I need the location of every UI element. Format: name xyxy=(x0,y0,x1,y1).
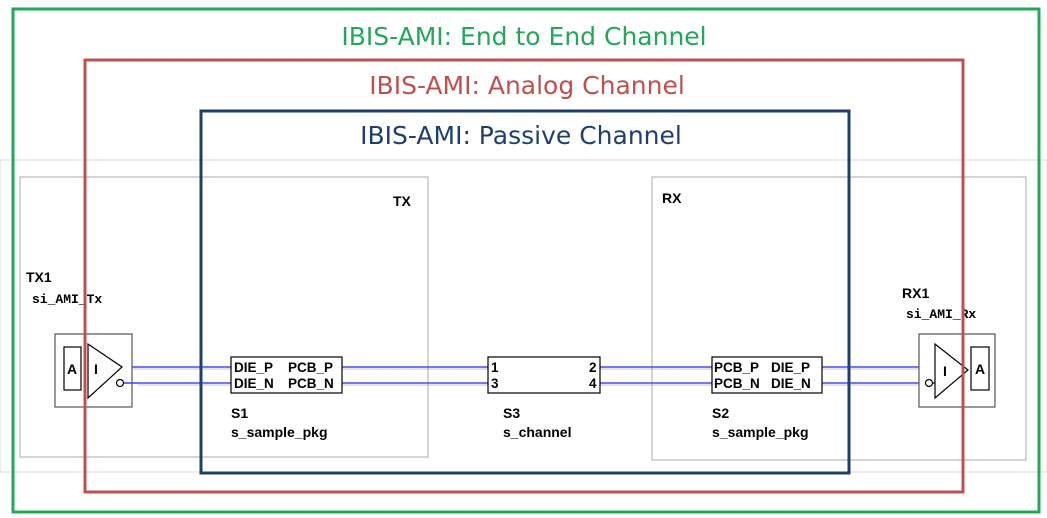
end-to-end-channel-boundary xyxy=(11,7,1041,514)
tx1-pin-i: I xyxy=(94,361,98,377)
rx1-name: RX1 xyxy=(902,285,929,301)
rx-subcircuit-label: RX xyxy=(662,190,682,206)
tx-subcircuit-frame xyxy=(19,176,429,458)
rx-subcircuit-frame xyxy=(651,176,1027,461)
s1-ref: S1 xyxy=(231,405,248,421)
s3-body xyxy=(487,356,601,394)
s2-pin-pcb-n: PCB_N xyxy=(714,376,760,391)
s1-pin-die-n: DIE_N xyxy=(234,376,274,391)
rx1-pin-i: I xyxy=(943,363,947,379)
tx1-name: TX1 xyxy=(26,269,52,285)
tx1-buffer-icon xyxy=(87,342,123,400)
s2-pin-pcb-p: PCB_P xyxy=(714,360,759,375)
passive-channel-boundary xyxy=(199,109,851,475)
s3-pin-2: 2 xyxy=(589,360,597,375)
s2-body xyxy=(711,356,823,394)
passive-channel-title: IBIS-AMI: Passive Channel xyxy=(360,121,682,150)
s3-pin-3: 3 xyxy=(491,376,499,391)
tx1-component[interactable]: A I xyxy=(54,333,138,408)
s2-pin-die-p: DIE_P xyxy=(771,360,810,375)
s1-pin-pcb-p: PCB_P xyxy=(288,360,333,375)
tx-subcircuit-label: TX xyxy=(393,193,412,209)
s2-pin-die-n: DIE_N xyxy=(771,376,811,391)
s2-model: s_sample_pkg xyxy=(712,424,809,440)
s3-pin-4: 4 xyxy=(589,376,597,391)
rx1-pin-a: A xyxy=(975,361,985,377)
s3-ref: S3 xyxy=(503,405,520,421)
s2-component[interactable]: PCB_P DIE_P PCB_N DIE_N xyxy=(711,356,823,394)
wires xyxy=(122,366,935,384)
analog-channel-boundary xyxy=(83,58,965,494)
end-to-end-channel-title: IBIS-AMI: End to End Channel xyxy=(341,22,706,51)
s3-component[interactable]: 1 2 3 4 xyxy=(487,356,601,394)
s1-model: s_sample_pkg xyxy=(231,424,328,440)
s1-component[interactable]: DIE_P PCB_P DIE_N PCB_N xyxy=(230,356,343,394)
rx1-pin-a-box xyxy=(970,346,990,391)
rx1-buffer-icon xyxy=(934,342,969,400)
s1-body xyxy=(230,356,343,394)
rx1-model: si_AMI_Rx xyxy=(906,307,976,322)
s3-pin-1: 1 xyxy=(491,360,499,375)
s3-model: s_channel xyxy=(503,424,571,440)
tx1-pin-a: A xyxy=(67,361,77,377)
tx1-pin-a-box xyxy=(63,346,82,391)
analog-channel-title: IBIS-AMI: Analog Channel xyxy=(369,71,685,100)
rx1-component[interactable]: I A xyxy=(918,333,996,408)
s1-pin-die-p: DIE_P xyxy=(234,360,273,375)
wire-shadow xyxy=(122,368,935,386)
s1-pin-pcb-n: PCB_N xyxy=(288,376,334,391)
tx1-model: si_AMI_Tx xyxy=(32,292,102,307)
s2-ref: S2 xyxy=(712,405,729,421)
tx1-inverting-bubble xyxy=(115,378,125,388)
rx1-inverting-bubble xyxy=(924,378,934,388)
